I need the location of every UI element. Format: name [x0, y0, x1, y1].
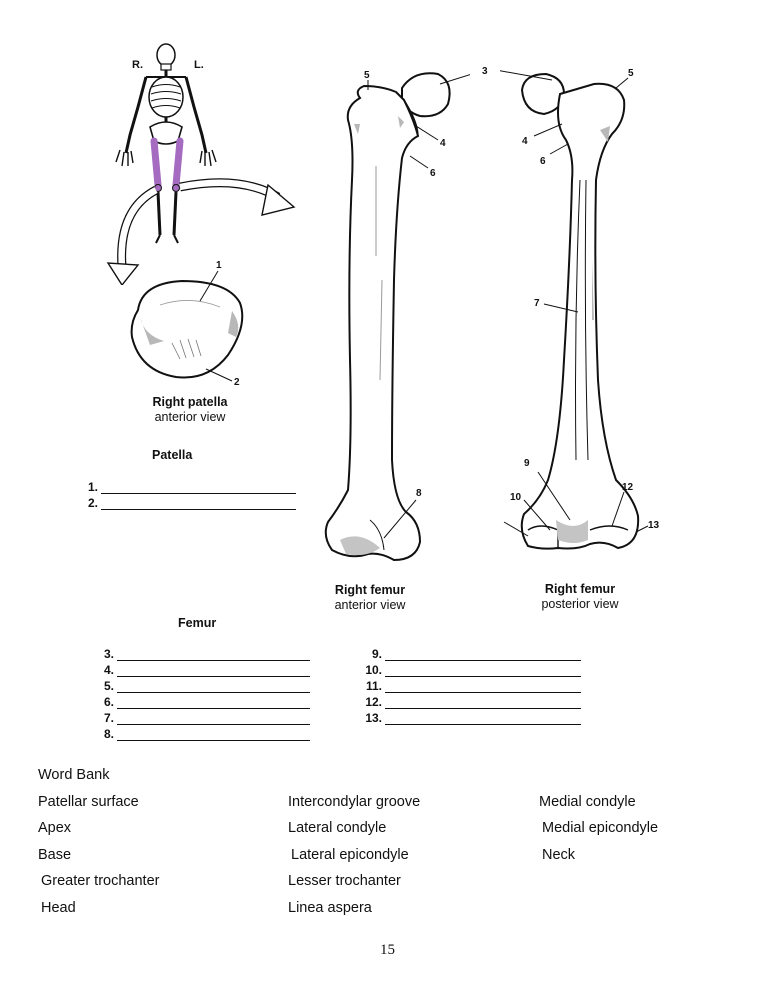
blank-row-1[interactable]: 1. — [78, 478, 296, 494]
blank-number: 5. — [103, 679, 114, 693]
blank-number: 6. — [103, 695, 114, 709]
blank-number: 8. — [103, 727, 114, 741]
blank-number: 2. — [87, 496, 98, 510]
blank-row-10[interactable]: 10. — [362, 661, 581, 677]
answer-line[interactable] — [385, 681, 581, 693]
femur-post-marker-12: 12 — [622, 482, 634, 493]
femur-post-marker-5: 5 — [628, 68, 634, 79]
femur-shared-marker-3: 3 — [482, 66, 488, 77]
answer-line[interactable] — [117, 697, 310, 709]
patella-marker-1: 1 — [216, 260, 222, 271]
word-bank-col1-item-5: Head — [41, 900, 76, 916]
answer-line[interactable] — [101, 498, 296, 510]
femur-posterior-figure: 5 4 6 7 9 10 12 11 13 — [488, 60, 670, 580]
femur-blanks-right: 9. 10. 11. 12. 13. — [362, 645, 581, 725]
word-bank-col3-item-1: Medial condyle — [539, 794, 636, 810]
blank-number: 9. — [371, 647, 382, 661]
answer-line[interactable] — [385, 649, 581, 661]
blank-row-11[interactable]: 11. — [362, 677, 581, 693]
blank-row-7[interactable]: 7. — [94, 709, 310, 725]
femur-ant-marker-6: 6 — [430, 168, 436, 179]
answer-line[interactable] — [101, 482, 296, 494]
femur-anterior-caption-sub: anterior view — [334, 598, 406, 612]
patella-marker-2: 2 — [234, 377, 240, 388]
femur-post-marker-4: 4 — [522, 136, 528, 147]
word-bank-col1-item-4: Greater trochanter — [41, 873, 160, 889]
word-bank-col2-item-2: Lateral condyle — [288, 820, 387, 836]
patella-blanks: 1. 2. — [78, 478, 296, 510]
word-bank-col1-item-2: Apex — [38, 820, 72, 836]
femur-anterior-figure: 5 4 6 8 — [310, 60, 473, 580]
page-number: 15 — [380, 942, 395, 958]
femur-post-marker-10: 10 — [510, 492, 522, 503]
blank-row-6[interactable]: 6. — [94, 693, 310, 709]
blank-row-13[interactable]: 13. — [362, 709, 581, 725]
word-bank-col3-item-2: Medial epicondyle — [542, 820, 659, 836]
patella-caption-title: Right patella — [152, 395, 228, 409]
answer-line[interactable] — [117, 665, 310, 677]
skeleton-figure: R. L. — [100, 35, 300, 287]
femur-posterior-drawing: 5 4 6 7 9 10 12 11 13 — [488, 68, 660, 550]
blank-number: 13. — [365, 711, 382, 725]
femur-ant-marker-4: 4 — [440, 138, 446, 149]
right-side-label: R. — [132, 59, 143, 71]
blank-number: 1. — [87, 480, 98, 494]
blank-number: 7. — [103, 711, 114, 725]
answer-line[interactable] — [385, 697, 581, 709]
femur-section-title: Femur — [178, 616, 217, 630]
blank-row-3[interactable]: 3. — [94, 645, 310, 661]
left-side-label: L. — [194, 59, 204, 71]
femur-post-marker-6: 6 — [540, 156, 546, 167]
blank-number: 12. — [365, 695, 382, 709]
answer-line[interactable] — [385, 713, 581, 725]
answer-line[interactable] — [117, 649, 310, 661]
patella-drawing: 1 2 — [130, 260, 244, 388]
patella-figure: 1 2 — [120, 255, 270, 395]
word-bank-col2-item-3: Lateral epicondyle — [291, 847, 409, 863]
femur-posterior-caption-title: Right femur — [544, 582, 616, 596]
femur-post-marker-9: 9 — [524, 458, 530, 469]
word-bank-col2-item-5: Linea aspera — [288, 900, 372, 916]
femur-blanks-left: 3. 4. 5. 6. 7. 8. — [94, 645, 310, 741]
word-bank-col2-item-4: Lesser trochanter — [288, 873, 401, 889]
blank-number: 3. — [103, 647, 114, 661]
word-bank-col1-item-1: Patellar surface — [38, 794, 139, 810]
femur-post-marker-7: 7 — [534, 298, 540, 309]
blank-number: 11. — [365, 679, 382, 693]
word-bank-col1-item-3: Base — [38, 847, 72, 863]
blank-number: 4. — [103, 663, 114, 677]
patella-caption-sub: anterior view — [154, 410, 226, 424]
patella-section-title: Patella — [152, 448, 193, 462]
word-bank-col2-item-1: Intercondylar groove — [288, 794, 421, 810]
blank-number: 10. — [365, 663, 382, 677]
word-bank-title: Word Bank — [38, 767, 110, 783]
word-bank-col3-item-3: Neck — [542, 847, 576, 863]
femur-posterior-caption-sub: posterior view — [541, 597, 619, 611]
skeleton-drawing — [106, 43, 296, 287]
femur-anterior-caption-title: Right femur — [334, 583, 406, 597]
blank-row-4[interactable]: 4. — [94, 661, 310, 677]
blank-row-8[interactable]: 8. — [94, 725, 310, 741]
answer-line[interactable] — [117, 729, 310, 741]
blank-row-12[interactable]: 12. — [362, 693, 581, 709]
femur-anterior-drawing: 5 4 6 8 — [324, 70, 473, 562]
blank-row-9[interactable]: 9. — [362, 645, 581, 661]
answer-line[interactable] — [385, 665, 581, 677]
answer-line[interactable] — [117, 681, 310, 693]
blank-row-2[interactable]: 2. — [78, 494, 296, 510]
femur-post-marker-13: 13 — [648, 520, 660, 531]
femur-ant-marker-8: 8 — [416, 488, 422, 499]
blank-row-5[interactable]: 5. — [94, 677, 310, 693]
answer-line[interactable] — [117, 713, 310, 725]
femur-ant-marker-5: 5 — [364, 70, 370, 81]
